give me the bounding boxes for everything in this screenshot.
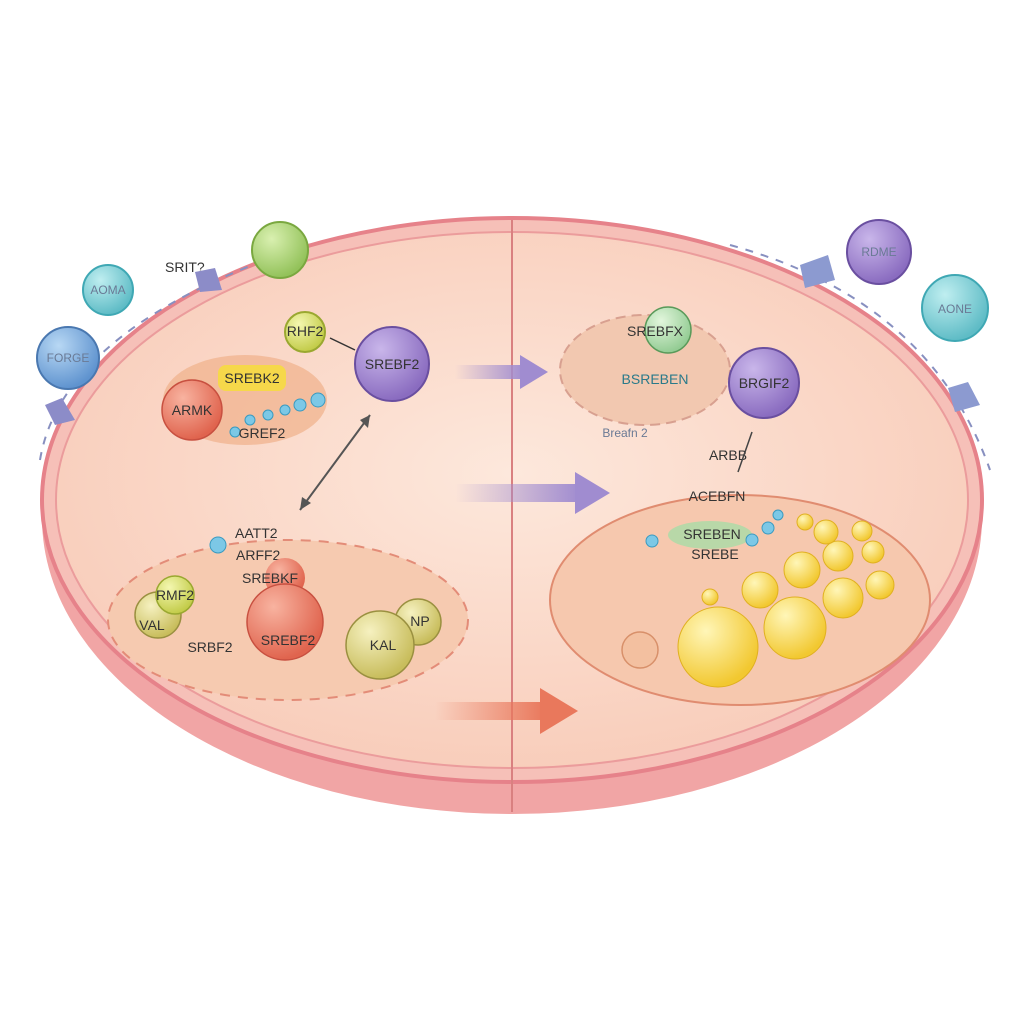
lipid-droplet [741, 571, 779, 609]
arrow-srebf2-to-rhf2 [329, 337, 356, 351]
lipid-droplet [861, 540, 885, 564]
label-gref2: GREF2 [239, 425, 286, 441]
label-srebkf: SREBKF [242, 570, 298, 586]
lipid-droplet [783, 551, 821, 589]
red-armk-protein [161, 379, 223, 441]
label-aoma: AOMA [90, 283, 125, 297]
green-complex [668, 521, 752, 549]
label-rdme: RDME [861, 245, 896, 259]
label-armk: ARMK [172, 402, 213, 418]
double-arrow-right [737, 431, 753, 473]
label-arbb: ARBB [709, 447, 747, 463]
receptor-icon [800, 255, 835, 288]
teal-protein-bubble-right [921, 274, 989, 342]
transition-arrow-1-shaft [455, 365, 525, 379]
teal-protein-bubble [82, 264, 134, 316]
transition-arrow-2-shaft [455, 484, 580, 502]
blue-protein-bubble [36, 326, 100, 390]
label-val: VAL [139, 617, 165, 633]
label-srit: SRIT? [165, 259, 205, 275]
green-receptor-bubble [251, 221, 309, 279]
double-arrow-head-down [300, 497, 311, 510]
label-srebe: SREBE [691, 546, 738, 562]
label-srbf2: SRBF2 [187, 639, 232, 655]
double-arrow [299, 414, 371, 511]
teal-bead-chain [229, 392, 326, 438]
lipid-droplet [796, 513, 814, 531]
lipid-droplet [677, 606, 759, 688]
transition-arrow-3-shaft [435, 702, 545, 720]
lipid-droplet [822, 540, 854, 572]
purple-srebf2-protein [354, 326, 430, 402]
label-srebf2-bottom: SREBF2 [261, 632, 316, 648]
teal-bead [209, 536, 227, 554]
mitochondrion-icon [621, 631, 659, 669]
lipid-droplet [701, 588, 719, 606]
label-forge: FORGE [47, 351, 90, 365]
mint-srebfx-protein [644, 306, 692, 354]
lipid-droplet [865, 570, 895, 600]
red-protein-large [246, 583, 324, 661]
teal-bead-chain-right [645, 509, 784, 548]
label-sreben: SREBEN [683, 526, 741, 542]
receptor-icon [195, 268, 222, 292]
receptor-icon [948, 382, 980, 412]
transition-arrow-2-head [575, 472, 610, 514]
label-srebf2: SREBF2 [365, 356, 420, 372]
label-bsreben: BSREBEN [622, 371, 689, 387]
purple-protein-bubble [846, 219, 912, 285]
lipid-droplet [813, 519, 839, 545]
lipid-droplets [677, 513, 895, 688]
lipid-droplet [763, 596, 827, 660]
receptor-icon [45, 398, 75, 425]
label-breafn2: Breafn 2 [602, 426, 648, 440]
label-aatt2: AATT2 [235, 525, 278, 541]
double-arrow-head-up [360, 415, 370, 428]
label-np: NP [410, 613, 429, 629]
label-rhf2: RHF2 [287, 323, 324, 339]
lime-protein-rmf2 [155, 575, 195, 615]
olive-protein-kal [345, 610, 415, 680]
label-aone: AONE [938, 302, 972, 316]
label-srebk2: SREBK2 [224, 370, 279, 386]
yellow-complex [218, 365, 286, 391]
transition-arrow-1-head [520, 355, 548, 389]
lime-protein [284, 311, 326, 353]
transition-arrow-3-head [540, 688, 578, 734]
purple-brgif2-protein [728, 347, 800, 419]
label-rmf2: RMF2 [156, 587, 194, 603]
lipid-droplet [851, 520, 873, 542]
label-srebfx: SREBFX [627, 323, 684, 339]
label-arff2: ARFF2 [236, 547, 281, 563]
extracellular-path-right [729, 244, 991, 471]
label-kal: KAL [370, 637, 397, 653]
label-brgif2: BRGIF2 [739, 375, 790, 391]
label-acebfn: ACEBFN [689, 488, 746, 504]
lipid-droplet [822, 577, 864, 619]
